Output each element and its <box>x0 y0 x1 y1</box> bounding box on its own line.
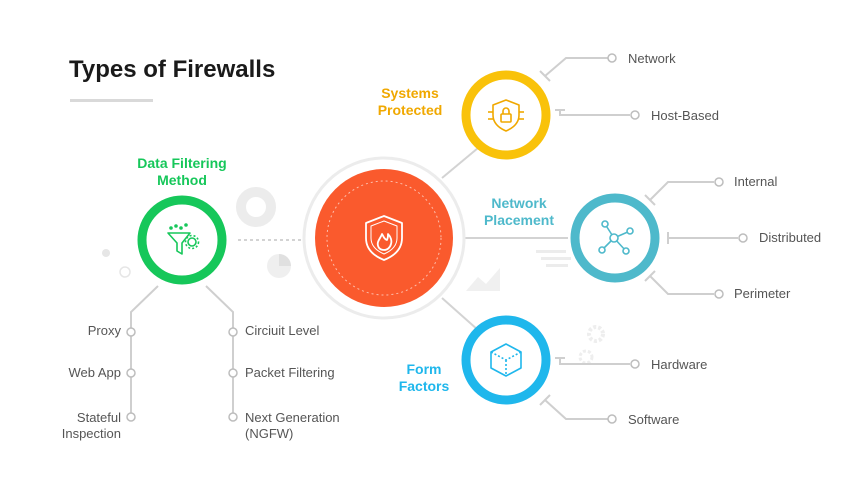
data-filtering-label: Data Filtering Method <box>118 155 246 189</box>
decor-dot-icon <box>102 249 110 257</box>
systems-protected-label-line1: Systems <box>381 85 439 101</box>
form-factors-node <box>461 315 551 405</box>
leaf-software: Software <box>628 412 680 427</box>
leaf-proxy: Proxy <box>87 323 121 338</box>
systems-protected-label-line2: Protected <box>377 102 443 118</box>
decor-chart-icon <box>466 268 500 291</box>
network-placement-label: Network Placement <box>469 195 569 229</box>
leaf-packet-filtering: Packet Filtering <box>245 365 335 380</box>
leaf-internal: Internal <box>734 174 778 189</box>
page-title: Types of Firewalls <box>69 56 276 83</box>
leaf-stateful-inspection: Stateful Inspection <box>30 410 121 442</box>
form-factors-label: Form Factors <box>388 361 460 395</box>
hub-connectors <box>238 147 568 331</box>
form-factors-label-line1: Form <box>406 361 442 377</box>
decor-gear-icon <box>587 325 605 343</box>
data-filtering-connectors <box>130 285 234 413</box>
network-placement-label-line2: Placement <box>483 212 555 228</box>
shield-fire-icon <box>365 215 403 261</box>
leaf-hardware: Hardware <box>651 357 708 372</box>
cube-icon <box>490 343 522 377</box>
data-filtering-label-line2: Method <box>157 172 207 188</box>
leaf-next-generation-line2: (NGFW) <box>245 426 294 441</box>
form-factors-label-line2: Factors <box>398 378 450 394</box>
systems-protected-label: Systems Protected <box>362 85 458 119</box>
form-factors-connectors <box>539 357 630 420</box>
form-factors-leaf-dots <box>607 359 640 424</box>
center-node <box>302 156 466 320</box>
network-placement-connectors <box>644 181 738 295</box>
leaf-stateful-line2: Inspection <box>61 426 121 441</box>
data-filtering-leaf-dots <box>126 327 238 422</box>
leaf-distributed: Distributed <box>759 230 822 245</box>
leaf-perimeter: Perimeter <box>734 286 791 301</box>
network-placement-node <box>570 193 660 283</box>
funnel-gear-icon <box>167 223 200 255</box>
leaf-host-based: Host-Based <box>651 108 719 123</box>
decor-list-icon <box>536 250 571 267</box>
data-filtering-node <box>137 195 227 285</box>
decor-pie-icon <box>267 254 291 278</box>
leaf-web-app: Web App <box>68 365 121 380</box>
leaf-network: Network <box>628 51 676 66</box>
leaf-next-generation-line1: Next Generation <box>245 410 340 425</box>
decor-gear-small-icon <box>578 349 594 365</box>
systems-protected-leaf-dots <box>607 53 640 120</box>
shield-lock-icon <box>488 99 524 132</box>
systems-protected-connectors <box>539 57 630 116</box>
title-underline <box>70 99 153 102</box>
leaf-circuit-level: Circiuit Level <box>245 323 320 338</box>
decor-ring-icon <box>119 266 131 278</box>
systems-protected-node <box>461 70 551 160</box>
decor-donut-icon <box>236 187 276 227</box>
leaf-next-generation: Next Generation (NGFW) <box>245 410 365 442</box>
network-placement-leaf-dots <box>714 177 748 299</box>
leaf-stateful-line1: Stateful <box>76 410 121 425</box>
network-placement-label-line1: Network <box>491 195 547 211</box>
network-nodes-icon <box>598 220 634 255</box>
data-filtering-label-line1: Data Filtering <box>137 155 227 171</box>
